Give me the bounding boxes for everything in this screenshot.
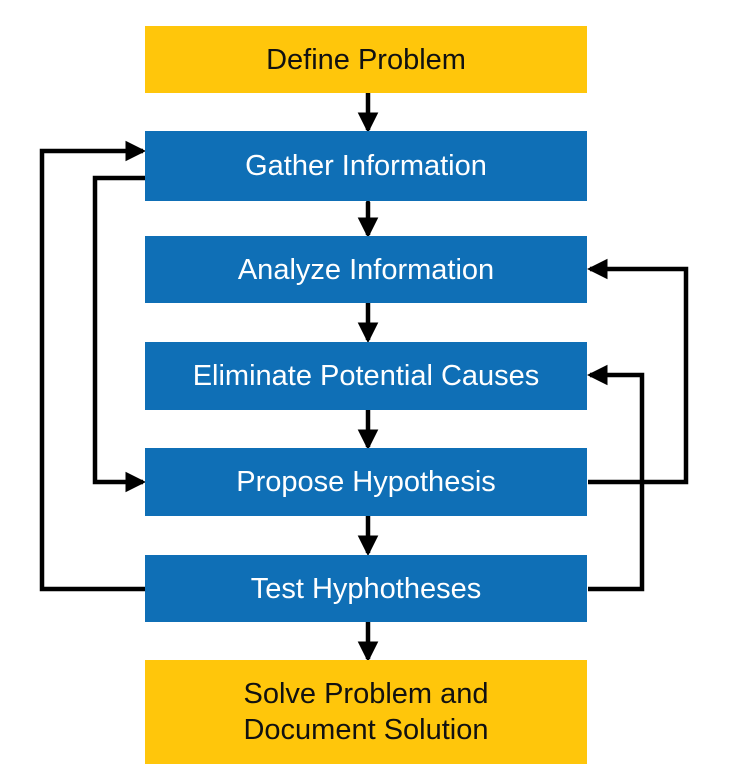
step-analyze-information: Analyze Information — [145, 236, 587, 303]
step-eliminate-potential-causes-label: Eliminate Potential Causes — [192, 360, 540, 392]
step-solve-problem: Solve Problem and Document Solution — [145, 660, 587, 764]
step-test-hypotheses-label: Test Hyphotheses — [250, 572, 482, 605]
step-define-problem-label: Define Problem — [266, 43, 466, 76]
step-propose-hypothesis: Propose Hypothesis — [145, 448, 587, 516]
loop-test-to-gather — [39, 140, 147, 592]
step-eliminate-potential-causes: Eliminate Potential Causes — [145, 342, 587, 410]
step-analyze-information-label: Analyze Information — [237, 253, 495, 286]
step-define-problem: Define Problem — [145, 26, 587, 93]
loop-propose-to-analyze — [586, 258, 689, 485]
step-solve-problem-label-line1: Solve Problem and — [243, 678, 489, 710]
loop-test-to-eliminate — [586, 364, 645, 592]
loop-gather-to-propose — [92, 175, 147, 493]
step-solve-problem-label-line2: Document Solution — [243, 714, 489, 746]
step-gather-information-label: Gather Information — [245, 150, 487, 182]
step-gather-information: Gather Information — [145, 131, 587, 201]
step-test-hypotheses: Test Hyphotheses — [145, 555, 587, 622]
step-propose-hypothesis-label: Propose Hypothesis — [236, 466, 496, 498]
